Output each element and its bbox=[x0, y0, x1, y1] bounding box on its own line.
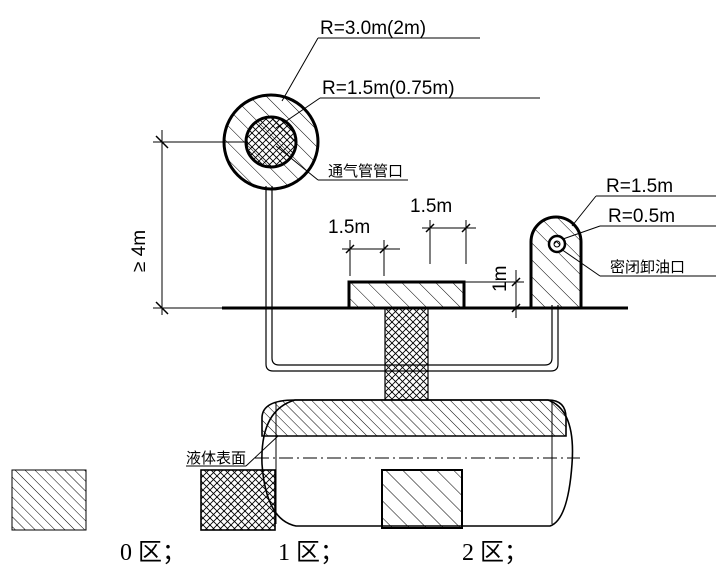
underground-tank bbox=[255, 399, 580, 529]
legend-label-zone-2: 2 区； bbox=[462, 540, 528, 566]
vent-zone-1-circle bbox=[244, 115, 298, 169]
legend-swatch-zone-0 bbox=[11, 469, 87, 531]
vent-outlet-label: 通气管管口 bbox=[328, 162, 403, 180]
unload-port-label: 密闭卸油口 bbox=[610, 258, 685, 276]
legend-label-zone-0: 0 区； bbox=[120, 540, 186, 566]
unload-zone bbox=[529, 215, 583, 308]
vent-inner-radius-label: R=1.5m(0.75m) bbox=[322, 78, 455, 99]
legend-swatch-zone-1 bbox=[200, 469, 276, 531]
tank-outline bbox=[261, 399, 574, 527]
height-dimension-label: ≥ 4m bbox=[129, 230, 150, 272]
legend-label-zone-1: 1 区； bbox=[278, 540, 344, 566]
manhole-shaft-zone-1 bbox=[384, 307, 429, 401]
top-left-dimension: 1.5m bbox=[328, 217, 400, 276]
unload-inner-radius-label: R=0.5m bbox=[608, 206, 675, 227]
side-dimension: 1m bbox=[464, 266, 524, 318]
manhole-zone-2-box bbox=[347, 280, 466, 310]
unload-outer-radius-label: R=1.5m bbox=[606, 176, 673, 197]
top-left-dimension-label: 1.5m bbox=[328, 217, 370, 238]
vent-zone bbox=[222, 93, 320, 191]
tank-zone-1-top bbox=[261, 399, 567, 437]
side-dimension-label: 1m bbox=[490, 266, 511, 292]
tank-zone-2-box bbox=[381, 469, 463, 529]
height-dimension: ≥ 4m bbox=[129, 130, 248, 315]
top-right-dimension-label: 1.5m bbox=[410, 196, 452, 217]
top-right-dimension: 1.5m bbox=[410, 196, 476, 264]
legend: 0 区； 1 区； 2 区； bbox=[11, 469, 528, 566]
liquid-surface-label: 液体表面 bbox=[186, 449, 246, 467]
vent-outer-radius-label: R=3.0m(2m) bbox=[320, 18, 426, 39]
unload-zone-2-shape bbox=[529, 215, 583, 308]
